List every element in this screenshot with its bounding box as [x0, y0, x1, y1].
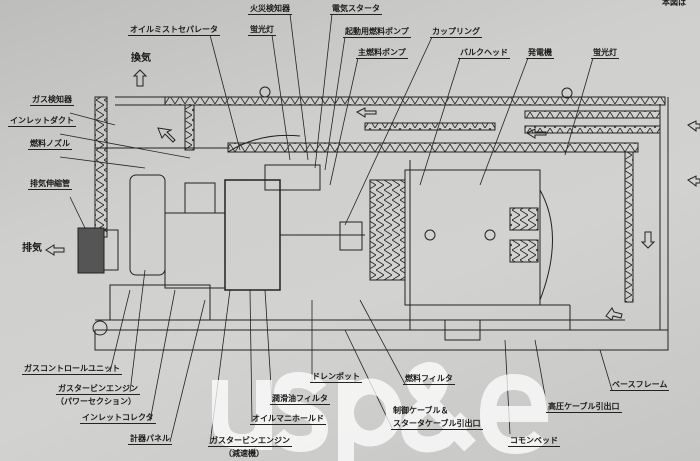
label-fluorescent-light-left: 蛍光灯 — [248, 25, 276, 36]
label-fuel-filter: 燃料フィルタ — [403, 374, 455, 385]
label-generator: 発電機 — [526, 48, 554, 59]
leader-lines — [59, 13, 613, 445]
label-electric-starter: 電気スタータ — [330, 4, 382, 15]
label-start-fuel-pump: 起動用燃料ポンプ — [343, 27, 411, 38]
label-fluorescent-light-right: 蛍光灯 — [591, 48, 619, 59]
exhaust-bellows — [77, 227, 105, 274]
label-gas-detector: ガス検知器 — [30, 95, 74, 106]
watermark-letter-u — [212, 380, 272, 451]
watermark-letter-s — [271, 371, 329, 453]
label-base-frame: ベースフレーム — [610, 380, 670, 391]
roof-truss — [164, 96, 666, 106]
label-inlet-duct: インレットダクト — [8, 116, 76, 127]
watermark-letter-e — [479, 373, 549, 455]
corner-note: 本図は — [662, 0, 686, 7]
watermark-letter-p — [338, 378, 402, 461]
label-gt-engine-reducer-sub: （減速機） — [224, 449, 264, 458]
coupling — [339, 221, 363, 251]
label-main-fuel-pump: 主燃料ポンプ — [356, 48, 408, 59]
base-frame — [94, 329, 669, 351]
exhaust-arrow-icon — [45, 244, 65, 256]
label-fire-detector: 火災検知器 — [248, 4, 292, 15]
label-oil-manifold: オイルマニホールド — [250, 414, 326, 425]
label-hv-cable-outlet: 高圧ケーブル引出口 — [546, 402, 622, 413]
label-exhaust: 排気 — [22, 243, 42, 254]
label-bulkhead: バルクヘッド — [458, 48, 510, 59]
label-lube-oil-filter: 潤滑油フィルタ — [270, 394, 330, 405]
label-gas-control-unit: ガスコントロールユニット — [22, 364, 122, 375]
label-starter-cable-outlet: スタータケーブル引出口 — [391, 419, 483, 430]
label-exhaust-expansion-pipe: 排気伸縮管 — [28, 179, 72, 190]
label-fuel-nozzle: 燃料ノズル — [28, 139, 72, 150]
label-gt-engine-power: ガスタービンエンジン — [56, 384, 140, 395]
label-oil-mist-separator: オイルミストセパレータ — [128, 25, 220, 36]
label-gt-engine-reducer: ガスタービンエンジン — [208, 436, 292, 447]
label-ventilation: 換気 — [131, 53, 151, 64]
watermark-ampersand — [401, 362, 476, 453]
fan-icon — [561, 87, 573, 99]
label-coupling: カップリング — [430, 27, 482, 38]
label-common-bed: コモンベッド — [508, 436, 560, 447]
label-gt-engine-power-sub: （パワーセクション） — [56, 397, 136, 406]
label-control-cable: 制御ケーブル＆ — [393, 406, 449, 415]
label-drain-pot: ドレンポット — [310, 372, 362, 383]
label-inlet-collector: インレットコレクタ — [80, 413, 156, 424]
fan-icon — [259, 86, 271, 98]
ventilation-arrow-icon — [132, 69, 148, 87]
label-instrument-panel: 計器パネル — [128, 434, 172, 445]
